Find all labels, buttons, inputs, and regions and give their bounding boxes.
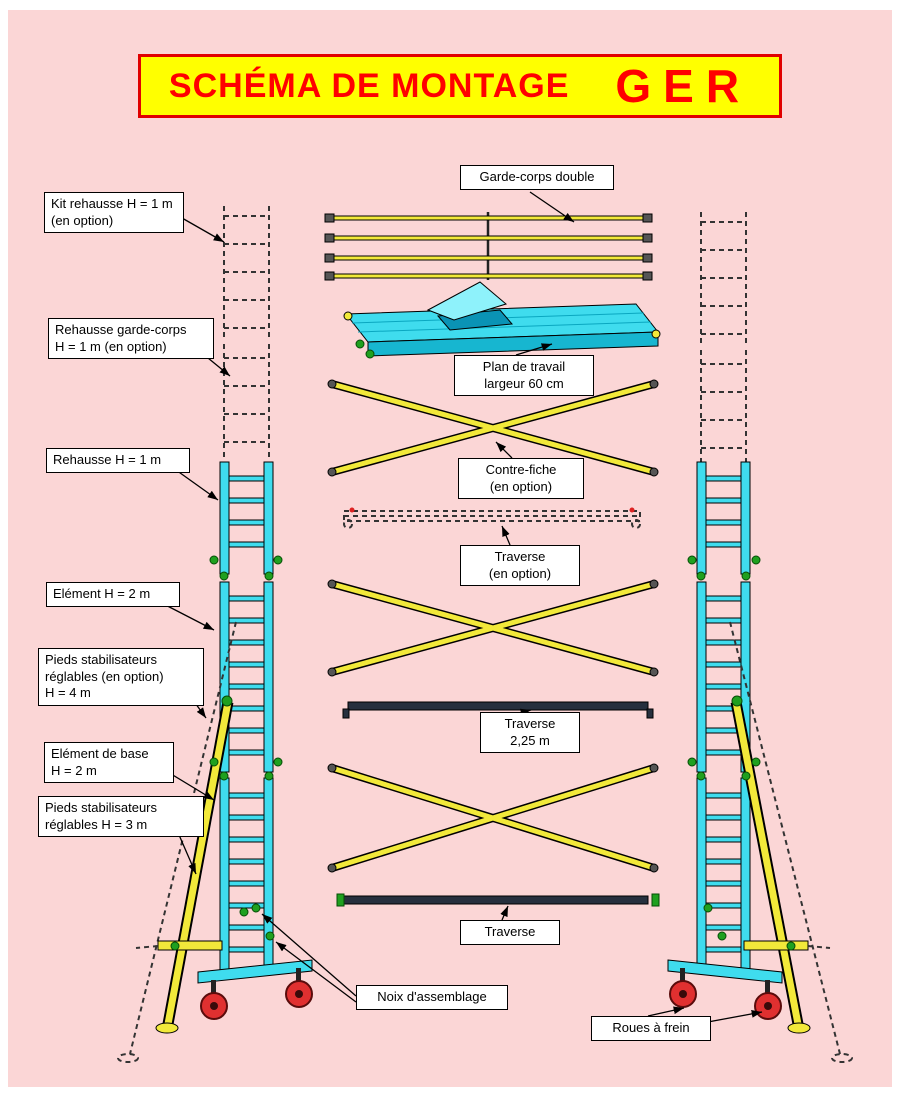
right-frame-connectors [687, 555, 796, 951]
left-stabilizer-leg-option-dashed [117, 621, 237, 1063]
right-caster-wheels [669, 980, 782, 1020]
left-rehausse-garde-corps-dashed [223, 344, 270, 460]
cross-brace-bottom [327, 763, 659, 873]
label-plan-de-travail: Plan de travail largeur 60 cm [454, 355, 594, 397]
right-rehausse-garde-corps-dashed [700, 350, 747, 466]
left-ladder-frame [117, 206, 313, 1063]
label-traverse-225: Traverse 2,25 m [480, 712, 580, 754]
label-kit-rehausse: Kit rehausse H = 1 m (en option) [44, 192, 184, 234]
label-rehausse-h1: Rehausse H = 1 m [46, 448, 190, 473]
label-traverse-option: Traverse (en option) [460, 545, 580, 587]
right-stabilizer-leg [730, 700, 811, 1034]
right-frame-rungs [705, 475, 742, 953]
label-roues-a-frein: Roues à frein [591, 1016, 711, 1041]
title-banner: SCHÉMA DE MONTAGE GER [138, 54, 782, 118]
left-stabilizer-leg [155, 700, 234, 1034]
right-kit-rehausse-dashed [700, 212, 747, 346]
right-ladder-frame [667, 212, 853, 1063]
work-platform [343, 281, 661, 359]
leader-lines [147, 191, 763, 1025]
label-element-h2: Elément H = 2 m [46, 582, 180, 607]
label-pieds-stabilisateurs-h4: Pieds stabilisateurs réglables (en optio… [38, 648, 204, 706]
guardrail-bars [324, 212, 653, 281]
left-frame-rungs [228, 475, 265, 953]
traverse-bottom-part [336, 893, 660, 907]
left-base-beam [197, 959, 313, 984]
brand-title: GER [615, 60, 752, 112]
left-kit-rehausse-dashed [223, 206, 270, 340]
traverse-option-part [343, 507, 641, 529]
platform-hatch-lid [426, 281, 508, 321]
left-frame-connectors [170, 555, 283, 951]
traverse-225-part [342, 701, 654, 719]
page-title: SCHÉMA DE MONTAGE [168, 66, 570, 105]
label-garde-corps-double: Garde-corps double [460, 165, 614, 190]
label-element-de-base: Elément de base H = 2 m [44, 742, 174, 784]
left-caster-wheels [200, 980, 313, 1020]
label-pieds-stabilisateurs-h3: Pieds stabilisateurs réglables H = 3 m [38, 796, 204, 838]
left-stabilizer-clamp-bar [157, 940, 223, 951]
right-base-beam [667, 959, 783, 984]
cross-brace-top [327, 379, 659, 477]
label-contre-fiche: Contre-fiche (en option) [458, 458, 584, 500]
right-stabilizer-clamp-bar [743, 940, 809, 951]
label-noix-assemblage: Noix d'assemblage [356, 985, 508, 1010]
diagram-canvas [117, 191, 853, 1063]
cross-brace-middle [327, 579, 659, 677]
label-traverse: Traverse [460, 920, 560, 945]
right-stabilizer-leg-option-dashed [729, 621, 853, 1063]
label-rehausse-garde-corps: Rehausse garde-corps H = 1 m (en option) [48, 318, 214, 360]
